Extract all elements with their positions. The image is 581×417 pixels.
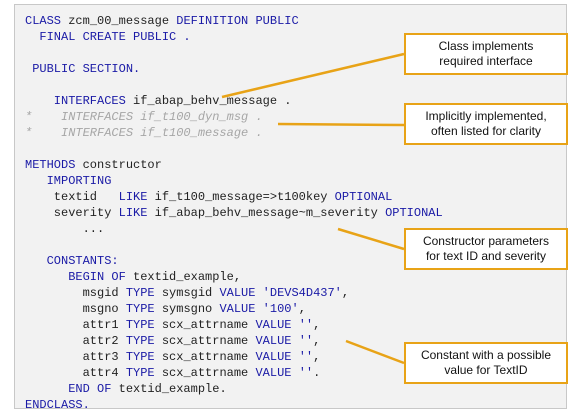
code-line: attr1 TYPE scx_attrname VALUE '',: [25, 317, 321, 333]
code-keyword: METHODS: [25, 158, 83, 172]
code-token: severity: [25, 206, 119, 220]
callout-text: Implicitly implemented,: [425, 109, 547, 123]
code-line: END OF textid_example.: [25, 381, 227, 397]
code-token: textid: [25, 190, 119, 204]
callout-text: Class implements: [438, 39, 534, 53]
code-string: '': [298, 334, 314, 348]
code-token: scx_attrname: [161, 350, 256, 364]
callout-constructor: Constructor parameters for text ID and s…: [404, 228, 568, 270]
code-token: scx_attrname: [161, 334, 256, 348]
code-line: METHODS constructor: [25, 157, 162, 173]
code-keyword: TYPE: [125, 302, 162, 316]
code-token: if_t100_message=>t100key: [154, 190, 335, 204]
code-token: constructor: [82, 158, 162, 172]
callout-text: for text ID and severity: [425, 249, 547, 263]
code-line: ...: [25, 221, 105, 237]
code-keyword: BEGIN OF: [25, 270, 134, 284]
code-keyword: IMPORTING: [25, 174, 112, 188]
code-keyword: FINAL CREATE PUBLIC .: [25, 30, 191, 44]
code-line: textid LIKE if_t100_message=>t100key OPT…: [25, 189, 392, 205]
code-keyword: VALUE: [219, 286, 263, 300]
callout-text: Constructor parameters: [422, 234, 550, 248]
code-line-comment: * INTERFACES if_t100_dyn_msg .: [25, 109, 263, 125]
code-token: ,: [313, 318, 321, 332]
callout-text: often listed for clarity: [430, 124, 542, 138]
code-string: '100': [262, 302, 299, 316]
code-token: attr1: [25, 318, 126, 332]
code-line: msgid TYPE symsgid VALUE 'DEVS4D437',: [25, 285, 349, 301]
code-keyword: END OF: [25, 382, 119, 396]
code-token: attr4: [25, 366, 126, 380]
code-line: IMPORTING: [25, 173, 112, 189]
code-line: CONSTANTS:: [25, 253, 119, 269]
code-line: attr4 TYPE scx_attrname VALUE ''.: [25, 365, 321, 381]
code-keyword: LIKE: [118, 190, 155, 204]
code-keyword: VALUE: [219, 302, 263, 316]
code-token: symsgid: [161, 286, 220, 300]
code-token: textid_example,: [133, 270, 242, 284]
callout-text: required interface: [439, 54, 533, 68]
code-line: msgno TYPE symsgno VALUE '100',: [25, 301, 306, 317]
code-line: CLASS zcm_00_message DEFINITION PUBLIC: [25, 13, 299, 29]
code-line: PUBLIC SECTION.: [25, 61, 140, 77]
code-line: severity LIKE if_abap_behv_message~m_sev…: [25, 205, 443, 221]
code-token: attr3: [25, 350, 126, 364]
code-token: if_abap_behv_message~m_severity: [154, 206, 386, 220]
code-line: attr3 TYPE scx_attrname VALUE '',: [25, 349, 321, 365]
code-token: scx_attrname: [161, 318, 256, 332]
code-token: msgid: [25, 286, 126, 300]
code-keyword: CONSTANTS:: [25, 254, 119, 268]
code-keyword: CLASS: [25, 14, 69, 28]
code-token: ,: [341, 286, 350, 300]
code-keyword: TYPE: [125, 318, 162, 332]
code-keyword: VALUE: [255, 366, 299, 380]
callout-implicit: Implicitly implemented, often listed for…: [404, 103, 568, 145]
code-line: FINAL CREATE PUBLIC .: [25, 29, 191, 45]
code-line: attr2 TYPE scx_attrname VALUE '',: [25, 333, 321, 349]
code-keyword: LIKE: [118, 206, 155, 220]
code-comment: * INTERFACES if_t100_dyn_msg .: [25, 110, 263, 124]
code-token: ...: [25, 222, 105, 236]
code-comment: * INTERFACES if_t100_message .: [25, 126, 263, 140]
code-token: symsgno: [161, 302, 220, 316]
code-keyword: VALUE: [255, 350, 299, 364]
callout-text: value for TextID: [444, 363, 528, 377]
code-string: '': [298, 318, 314, 332]
code-keyword: TYPE: [125, 286, 162, 300]
code-token: scx_attrname: [161, 366, 256, 380]
code-line: INTERFACES if_abap_behv_message .: [25, 93, 292, 109]
code-token: zcm_00_message: [68, 14, 177, 28]
code-keyword: VALUE: [255, 318, 299, 332]
code-keyword: TYPE: [125, 366, 162, 380]
code-keyword: OPTIONAL: [334, 190, 393, 204]
code-string: 'DEVS4D437': [262, 286, 342, 300]
code-token: attr2: [25, 334, 126, 348]
code-token: ,: [313, 350, 321, 364]
code-token: msgno: [25, 302, 126, 316]
code-token: ,: [313, 334, 321, 348]
code-keyword: OPTIONAL: [385, 206, 443, 220]
code-keyword: TYPE: [125, 334, 162, 348]
code-keyword: INTERFACES: [25, 94, 134, 108]
callout-interface: Class implements required interface: [404, 33, 568, 75]
code-line: BEGIN OF textid_example,: [25, 269, 241, 285]
code-keyword: VALUE: [255, 334, 299, 348]
code-token: textid_example.: [118, 382, 227, 396]
code-string: '': [298, 366, 314, 380]
code-string: '': [298, 350, 314, 364]
code-keyword: TYPE: [125, 350, 162, 364]
code-keyword: PUBLIC SECTION.: [25, 62, 141, 76]
code-line: ENDCLASS.: [25, 397, 90, 413]
callout-text: Constant with a possible: [420, 348, 552, 362]
code-line-comment: * INTERFACES if_t100_message .: [25, 125, 263, 141]
code-token: ,: [298, 302, 306, 316]
callout-constant: Constant with a possible value for TextI…: [404, 342, 568, 384]
code-keyword: ENDCLASS.: [25, 398, 90, 412]
code-token: .: [313, 366, 321, 380]
code-token: if_abap_behv_message .: [133, 94, 292, 108]
code-keyword: DEFINITION PUBLIC: [176, 14, 299, 28]
